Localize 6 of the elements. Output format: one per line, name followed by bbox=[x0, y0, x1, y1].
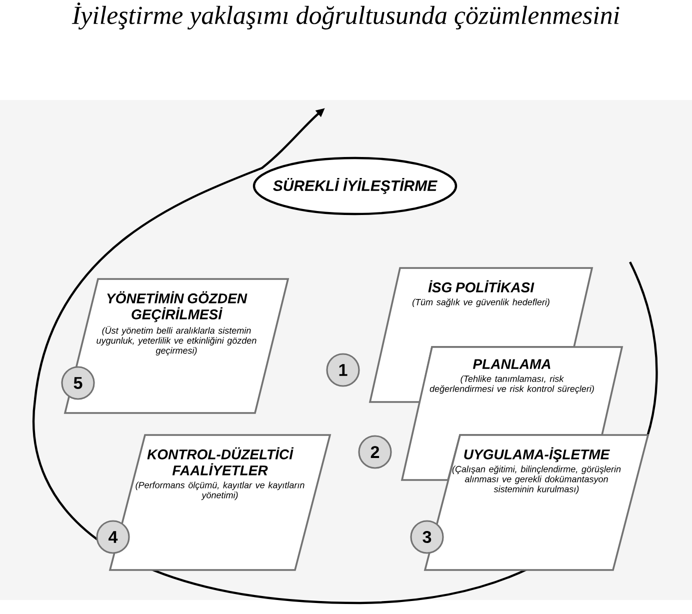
step-number: 5 bbox=[61, 366, 95, 400]
step-number: 4 bbox=[96, 520, 130, 554]
body-text: İyileştirme yaklaşımı doğrultusunda çözümlenmesini bbox=[72, 2, 620, 30]
step-number: 1 bbox=[326, 353, 360, 387]
step-number: 3 bbox=[410, 520, 444, 554]
step-number: 2 bbox=[358, 435, 392, 469]
